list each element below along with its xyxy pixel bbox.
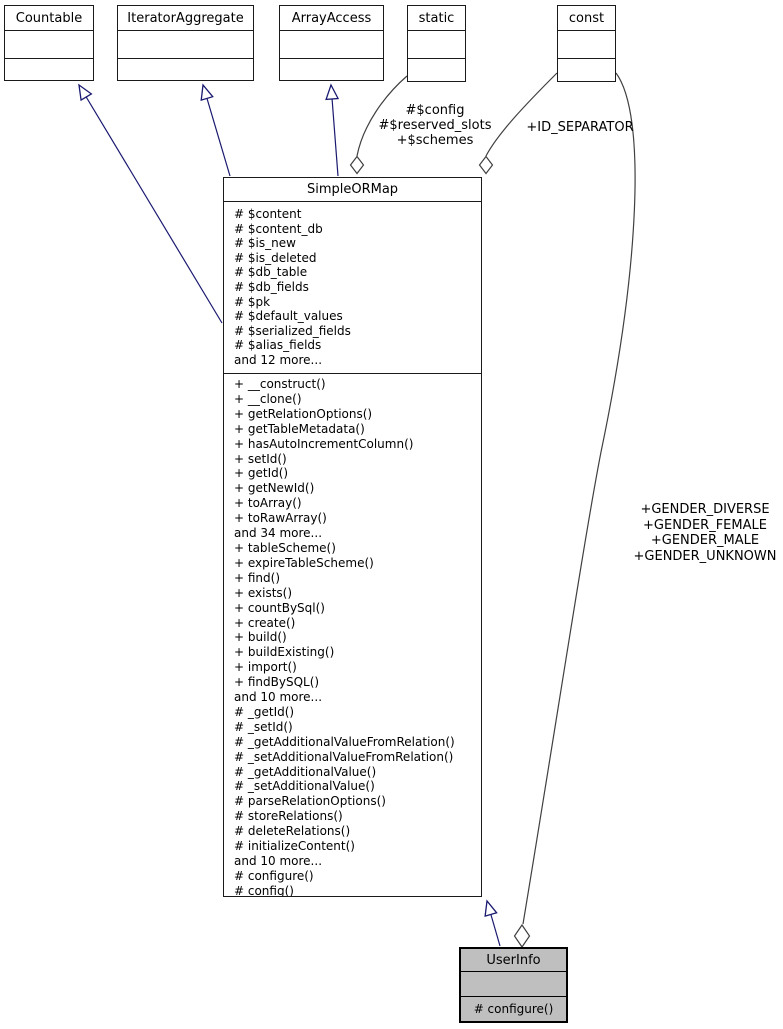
edge-label-row: +GENDER_MALE	[650, 533, 760, 548]
attribute-row: and 12 more...	[234, 352, 323, 367]
method-row: + __construct()	[234, 377, 326, 391]
methods-list: + __construct()+ __clone()+ getRelationO…	[224, 373, 481, 896]
attribute-row: # $default_values	[234, 309, 343, 324]
method-row: # config()	[234, 883, 294, 896]
edge-label-static-members: #$config#$reserved_slots+$schemes	[379, 103, 492, 148]
method-row: and 10 more...	[234, 690, 323, 705]
method-row: # _getId()	[234, 704, 295, 719]
edge-label-row: +GENDER_FEMALE	[643, 517, 767, 533]
class-node-iteratoraggregate[interactable]: IteratorAggregate	[117, 5, 254, 81]
inheritance-edge-simpleormap-countable	[78, 83, 223, 324]
method-row: # deleteRelations()	[234, 824, 351, 839]
attribute-row: # $is_deleted	[234, 250, 317, 265]
method-row: and 10 more...	[234, 854, 323, 868]
aggregation-edge-const-simpleormap	[485, 72, 558, 157]
class-title: UserInfo	[486, 952, 541, 968]
edge-label-row: #$reserved_slots	[378, 118, 492, 133]
attributes-compartment	[5, 30, 93, 58]
method-row: + toRawArray()	[234, 511, 327, 526]
inheritance-edge-simpleormap-iteratoraggregate	[200, 83, 231, 177]
method-row: # _setAdditionalValue()	[234, 779, 375, 794]
attributes-compartment	[461, 971, 566, 996]
method-row: # configure()	[461, 996, 566, 1021]
method-row: + getRelationOptions()	[234, 406, 373, 421]
method-row: # storeRelations()	[234, 809, 343, 824]
class-node-countable[interactable]: Countable	[4, 5, 94, 81]
operations-compartment	[408, 58, 465, 81]
aggregation-diamond-icon	[513, 923, 531, 949]
edge-label-row: +GENDER_UNKNOWN	[633, 548, 777, 564]
method-row: + __clone()	[234, 391, 302, 406]
method-row: + build()	[234, 630, 287, 645]
method-row: + buildExisting()	[234, 645, 335, 660]
operations-compartment	[558, 58, 615, 81]
method-row: + create()	[234, 615, 296, 630]
class-title: static	[418, 10, 455, 26]
method-row: + setId()	[234, 451, 287, 466]
method-row: # _getAdditionalValueFromRelation()	[234, 734, 455, 749]
method-row: + exists()	[234, 585, 293, 600]
class-node-arrayaccess[interactable]: ArrayAccess	[279, 5, 384, 81]
method-row: + find()	[234, 570, 281, 585]
edge-label-id-separator: +ID_SEPARATOR	[526, 120, 634, 135]
method-row: # configure()	[234, 868, 314, 883]
inheritance-edge-simpleormap-arrayaccess	[325, 83, 340, 177]
method-row: # parseRelationOptions()	[234, 794, 386, 809]
method-row: and 34 more...	[234, 526, 323, 541]
attribute-row: # $pk	[234, 294, 271, 309]
class-title: SimpleORMap	[306, 182, 399, 197]
method-row: + import()	[234, 660, 297, 675]
attribute-row: # $is_new	[234, 236, 296, 251]
method-row: # _setAdditionalValueFromRelation()	[234, 749, 454, 764]
method-row: + toArray()	[234, 496, 302, 511]
attribute-row: # $alias_fields	[234, 338, 322, 353]
method-row: + hasAutoIncrementColumn()	[234, 436, 414, 451]
method-row: + countBySql()	[234, 600, 325, 615]
aggregation-edge-const-userinfo	[522, 72, 636, 925]
operations-compartment	[5, 58, 93, 80]
class-title: IteratorAggregate	[127, 10, 244, 26]
method-row: + getTableMetadata()	[234, 421, 365, 436]
method-row: + getNewId()	[234, 481, 315, 496]
operations-compartment	[118, 58, 253, 80]
attributes-compartment	[558, 30, 615, 58]
attribute-row: # $serialized_fields	[234, 323, 351, 338]
edge-label-row: +$schemes	[396, 133, 474, 148]
attribute-row: # $db_table	[234, 265, 308, 280]
attributes-compartment	[280, 30, 383, 58]
inheritance-edge-userinfo-simpleormap	[484, 899, 501, 947]
edge-label-row: #$config	[405, 103, 465, 118]
class-node-const[interactable]: const	[557, 5, 616, 82]
attributes-compartment	[118, 30, 253, 58]
method-row: + getId()	[234, 466, 289, 481]
class-title: const	[568, 10, 605, 26]
attribute-row: # $content_db	[234, 221, 323, 236]
method-row: + expireTableScheme()	[234, 555, 374, 570]
class-node-static[interactable]: static	[407, 5, 466, 82]
edge-label-gender-constants: +GENDER_DIVERSE+GENDER_FEMALE+GENDER_MAL…	[634, 502, 777, 564]
method-row: + findBySQL()	[234, 675, 320, 690]
operations-compartment	[280, 58, 383, 80]
method-row: # _getAdditionalValue()	[234, 764, 377, 779]
class-title: ArrayAccess	[291, 10, 372, 26]
method-row: + tableScheme()	[234, 540, 336, 555]
method-row: # initializeContent()	[234, 839, 355, 854]
attributes-compartment	[408, 30, 465, 58]
class-title: Countable	[15, 10, 83, 26]
edge-label-row: +GENDER_DIVERSE	[640, 502, 770, 517]
class-node-simpleormap[interactable]: SimpleORMap # $content# $content_db# $is…	[223, 177, 482, 897]
aggregation-diamond-icon	[349, 155, 365, 175]
attribute-row: # $content	[234, 207, 302, 221]
method-row: # _setId()	[234, 719, 293, 734]
class-node-userinfo[interactable]: UserInfo # configure()	[459, 947, 568, 1023]
attribute-row: # $db_fields	[234, 279, 309, 294]
aggregation-diamond-icon	[478, 155, 494, 175]
attributes-list: # $content# $content_db# $is_new# $is_de…	[224, 201, 481, 373]
aggregation-edge-static-simpleormap	[356, 75, 408, 157]
